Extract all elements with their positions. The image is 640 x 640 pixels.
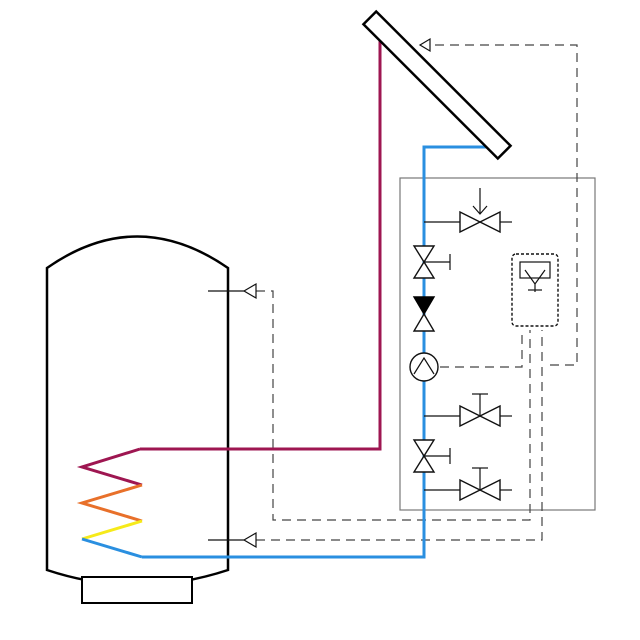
coil-segment-lower [81, 519, 143, 541]
pump-station-frame [399, 177, 596, 511]
tank-upper-sensor-line [256, 290, 531, 521]
collector-sensor-line [420, 44, 578, 366]
controller-display [519, 261, 551, 279]
tank-upper-sensor [208, 282, 257, 300]
solar-collector [361, 9, 513, 161]
collector-sensor-icon [418, 37, 431, 53]
tank-lower-sensor-icon [242, 531, 257, 549]
heat-exchanger-coil [76, 447, 143, 559]
solar-controller [511, 253, 559, 327]
fill-drain-valve-top [424, 393, 512, 428]
pump-signal-line [440, 330, 523, 368]
shutoff-valve-top [412, 245, 451, 279]
fill-drain-valve-bottom [424, 467, 512, 502]
shutoff-valve-middle [412, 439, 451, 473]
coil-segment-top [76, 447, 143, 487]
flow-pipe [140, 38, 382, 451]
return-pipe [142, 145, 498, 559]
storage-tank [45, 235, 230, 604]
tank-stand [81, 576, 193, 604]
tank-upper-sensor-icon [242, 282, 257, 300]
tank-lower-sensor [208, 531, 257, 549]
tank-body [45, 235, 230, 587]
tank-lower-sensor-line [256, 330, 543, 541]
safety-valve [424, 188, 512, 234]
coil-segment-upper [76, 483, 143, 523]
circulation-pump [409, 352, 439, 382]
coil-segment-bottom [81, 537, 143, 559]
check-valve [412, 296, 436, 332]
